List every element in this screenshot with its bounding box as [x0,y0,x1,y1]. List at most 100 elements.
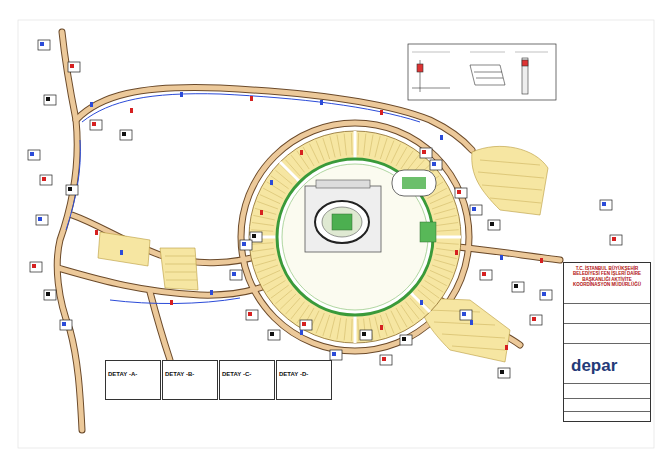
detail-title: DETAY -B- [164,371,195,378]
stall-line [391,311,401,331]
traffic-marker [120,250,123,255]
sign-symbol [360,330,372,340]
stall-line [434,260,455,266]
traffic-marker [440,135,443,140]
stall-line [330,136,335,157]
stall-line [291,155,305,172]
road-surface [57,32,560,430]
stall-line [437,230,459,232]
ring-stalls [251,133,459,341]
green-ring [277,159,433,315]
stall-line [323,315,330,336]
traffic-marker [470,320,473,325]
stall-line [357,133,359,155]
sign-symbol [420,148,432,158]
stall-line [253,254,275,259]
stall-line [369,135,373,157]
stall-line [255,260,276,266]
stall-line [267,280,286,292]
sign-symbol [610,235,622,245]
stall-line [271,176,289,189]
traffic-marker [270,180,273,185]
stall-line [427,275,446,285]
traffic-marker [300,150,303,155]
training-track [392,170,436,196]
detail-panel: DETAY -B- [162,360,218,400]
sign-symbol [68,62,80,72]
sign-symbol [44,95,56,105]
sign-symbol [66,185,78,195]
stall-line [436,223,458,226]
green-field [420,222,436,242]
title-text: T.C. İSTANBUL BÜYÜKŞEHİR BELEDİYESİ FEN … [567,266,647,288]
sign-symbol [240,240,252,250]
stall-line [330,317,335,338]
traffic-marker [300,330,303,335]
sign-symbol [300,320,312,330]
stall-line [435,254,457,259]
traffic-marker [540,258,543,263]
stall-line [252,248,274,251]
detail-title: DETAY -D- [278,371,309,378]
stall-line [309,144,319,164]
stall-line [401,305,413,323]
stall-line [435,215,457,220]
stall-line [380,315,387,336]
stall-line [351,133,353,155]
pitch [332,214,352,230]
traffic-marker [505,345,508,350]
traffic-marker [250,96,253,101]
stall-line [291,302,305,319]
sign-symbol [540,290,552,300]
stall-line [316,141,324,161]
sign-symbol [512,282,524,292]
sign-symbol [38,40,50,50]
traffic-marker [95,230,98,235]
stall-line [386,141,394,161]
stall-line [260,270,280,279]
company-logo: depar [570,355,640,377]
detail-title: DETAY -A- [107,371,138,378]
sign-symbol [90,120,102,130]
stall-line [344,319,346,341]
sheet-frame [18,20,654,448]
stall-line [323,138,330,159]
detail-panel: DETAY -C- [219,360,275,400]
stall-line [405,302,419,319]
traffic-marker [180,92,183,97]
sign-symbol [498,368,510,378]
stall-line [263,275,282,285]
inner-plaza [282,164,428,310]
stall-line [386,313,394,333]
detail-panel: DETAY -A- [105,360,161,400]
sign-symbol [36,215,48,225]
stall-line [252,223,274,226]
sign-symbol [30,262,42,272]
stall-line [430,195,450,204]
sign-symbol [330,350,342,360]
traffic-marker [90,102,93,107]
traffic-marker [500,255,503,260]
stall-line [375,317,380,338]
sign-symbol [455,188,467,198]
sign-symbol [600,200,612,210]
sign-symbol [268,330,280,340]
stall-line [434,208,455,214]
ring-gaps [249,131,461,343]
sign-symbol [480,270,492,280]
traffic-marker [210,290,213,295]
detail-title: DETAY -C- [221,371,252,378]
stall-line [257,265,278,273]
traffic-marker [260,210,263,215]
traffic-marker [380,110,383,115]
title-rule [564,398,650,399]
stall-line [421,285,439,298]
stall-line [275,290,292,304]
symbol-box [408,44,556,100]
traffic-marker [170,300,173,305]
traffic-marker [130,108,133,113]
sign-symbol [120,130,132,140]
stall-line [253,215,275,220]
sign-symbol [530,315,542,325]
sign-symbol [430,160,442,170]
